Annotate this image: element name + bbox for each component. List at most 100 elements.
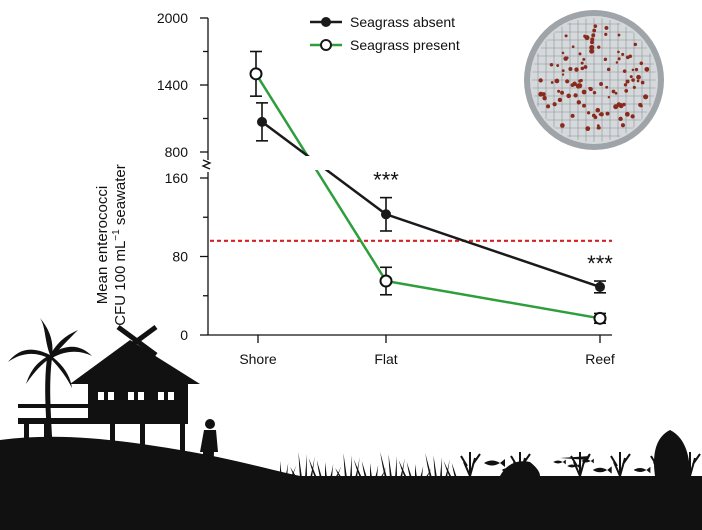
legend-marker-present bbox=[320, 39, 332, 51]
dish-colony bbox=[588, 86, 591, 90]
dish-colony bbox=[636, 79, 640, 83]
dish-colony bbox=[599, 82, 604, 86]
legend-label-absent: Seagrass absent bbox=[350, 14, 455, 30]
coral-fan bbox=[654, 430, 690, 476]
dish-colony bbox=[606, 67, 611, 72]
dish-colony bbox=[584, 35, 590, 41]
y-tick-label: 1400 bbox=[157, 77, 188, 93]
data-point-absent bbox=[257, 116, 267, 127]
fish bbox=[595, 479, 613, 487]
dish-colony bbox=[538, 78, 543, 83]
y-tick-label: 160 bbox=[165, 170, 189, 186]
fish bbox=[544, 476, 555, 480]
x-tick-label: Flat bbox=[374, 351, 397, 367]
dish-colony bbox=[639, 104, 643, 108]
dish-colony bbox=[561, 73, 565, 76]
seagrass-blade bbox=[443, 461, 452, 478]
legend: Seagrass absent Seagrass present bbox=[310, 14, 460, 53]
dish-colony bbox=[593, 24, 598, 28]
dish-colony bbox=[566, 93, 571, 99]
stilt bbox=[180, 424, 185, 468]
seagrass-blade bbox=[285, 463, 289, 478]
seagrass-blade bbox=[310, 456, 315, 478]
fish bbox=[484, 459, 505, 467]
dish-colony bbox=[598, 113, 602, 116]
dish-colony bbox=[557, 89, 561, 93]
data-point-present bbox=[379, 274, 393, 288]
dish-colony bbox=[582, 103, 586, 108]
dish-colony bbox=[570, 113, 575, 118]
seagrass-blade bbox=[433, 455, 437, 478]
roof-crossbeam-b bbox=[116, 324, 158, 358]
dish-colony bbox=[640, 80, 645, 85]
y-axis-break bbox=[201, 159, 212, 170]
person-body bbox=[200, 430, 218, 478]
dish-colony bbox=[591, 113, 596, 118]
dish-colony bbox=[542, 95, 547, 101]
fish bbox=[592, 466, 612, 474]
seagrass-blade bbox=[298, 452, 302, 478]
dish-colony bbox=[621, 52, 625, 56]
dish-colony bbox=[617, 57, 621, 61]
island-landscape-silhouette bbox=[0, 318, 702, 530]
dish-colony bbox=[574, 67, 579, 72]
dish-colony bbox=[550, 81, 554, 84]
dish-colony bbox=[592, 90, 597, 95]
fish bbox=[567, 463, 580, 469]
house-roof bbox=[70, 340, 200, 384]
stilt bbox=[44, 424, 49, 452]
stilt bbox=[110, 424, 115, 464]
dish-colony bbox=[622, 102, 626, 107]
dish-colony bbox=[634, 67, 639, 72]
dish-colony bbox=[556, 64, 560, 67]
dish-colony bbox=[565, 56, 569, 60]
dish-colony bbox=[624, 111, 630, 117]
data-point-absent bbox=[381, 209, 391, 220]
dish-colony bbox=[561, 51, 565, 55]
dish-colony bbox=[560, 90, 565, 95]
seagrass-blade bbox=[406, 462, 412, 478]
y-tick-label: 80 bbox=[172, 249, 188, 265]
house-window bbox=[168, 392, 174, 400]
dish-colony bbox=[617, 33, 621, 37]
seagrass-blade bbox=[451, 463, 457, 478]
seagrass-blade bbox=[380, 452, 387, 478]
seagrass-blade bbox=[375, 465, 379, 478]
house-deck bbox=[18, 418, 188, 424]
seagrass-blade bbox=[330, 464, 334, 478]
seagrass-blade bbox=[400, 458, 405, 478]
coral-branch bbox=[610, 452, 631, 477]
dish-colony bbox=[631, 78, 635, 82]
needlefish bbox=[560, 456, 590, 460]
seagrass-blade bbox=[425, 453, 432, 478]
house-window bbox=[128, 392, 134, 400]
dish-colony bbox=[628, 54, 633, 58]
seagrass-blade bbox=[353, 459, 362, 478]
dish-colony bbox=[573, 93, 578, 98]
coral-branch bbox=[570, 452, 591, 477]
dish-colony bbox=[585, 126, 591, 132]
seagrass-blade bbox=[445, 459, 450, 478]
x-tick-label: Reef bbox=[585, 351, 615, 367]
dish-colony bbox=[583, 65, 588, 69]
data-point-absent bbox=[595, 281, 605, 292]
dish-colony bbox=[590, 40, 594, 45]
dish-colony bbox=[633, 42, 638, 47]
seagrass-blade bbox=[440, 457, 442, 478]
dish-colony bbox=[603, 57, 608, 61]
shore-mound bbox=[20, 420, 200, 512]
dish-colony bbox=[589, 48, 595, 54]
fish bbox=[633, 466, 651, 474]
seagrass-blade bbox=[335, 468, 342, 478]
seagrass-blade bbox=[420, 466, 424, 478]
y-tick-label: 0 bbox=[180, 327, 188, 343]
coral-branch bbox=[460, 452, 481, 477]
seagrass-blade bbox=[395, 456, 397, 478]
dish-colony bbox=[586, 111, 591, 115]
dish-colony bbox=[631, 68, 635, 72]
dish-colony bbox=[560, 123, 565, 128]
dish-colony bbox=[576, 100, 582, 105]
y-axis-title-line1: Mean enterococci bbox=[94, 186, 111, 304]
